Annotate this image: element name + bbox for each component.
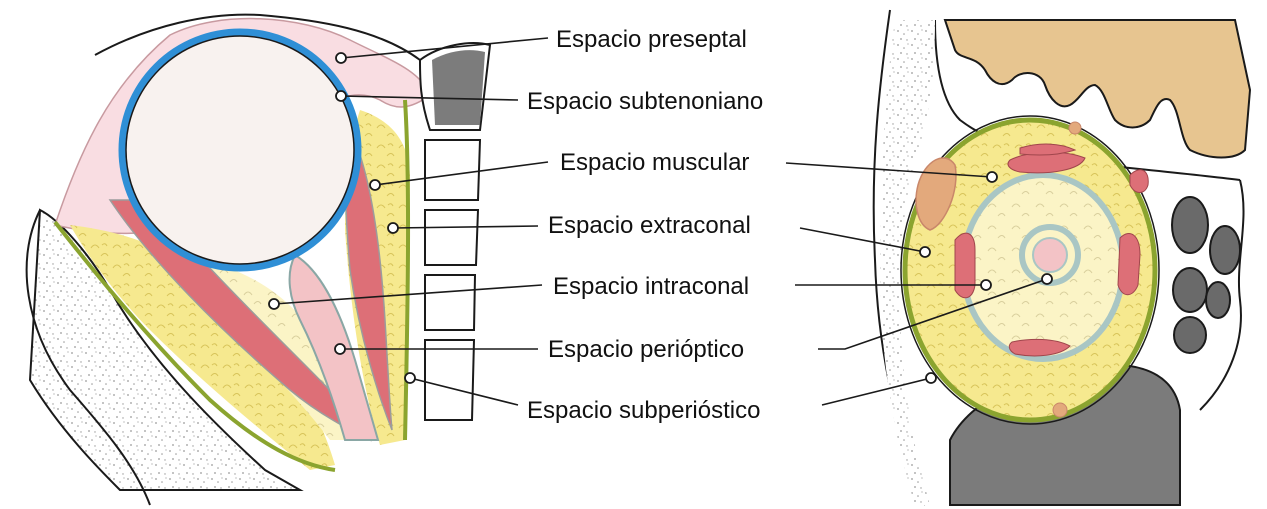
ethmoid-cell [1206, 282, 1230, 318]
label-extraconal: Espacio extraconal [548, 212, 751, 239]
marker-subtenoniano [336, 91, 346, 101]
vessel-small [1069, 122, 1081, 134]
coronal-section [874, 10, 1250, 505]
roof-shadow [432, 50, 485, 125]
label-subtenoniano: Espacio subtenoniano [527, 88, 763, 115]
label-preseptal: Espacio preseptal [556, 26, 747, 53]
marker-preseptal [336, 53, 346, 63]
label-muscular: Espacio muscular [560, 149, 749, 176]
label-subperiostico: Espacio subperióstico [527, 397, 760, 424]
marker-perioptico-right [1042, 274, 1052, 284]
sagittal-section [27, 15, 490, 505]
ethmoid-cell [1174, 317, 1206, 353]
marker-muscular-right [987, 172, 997, 182]
marker-extraconal-left [388, 223, 398, 233]
marker-extraconal-right [920, 247, 930, 257]
lateral-rectus-coronal [955, 233, 975, 298]
marker-perioptico-left [335, 344, 345, 354]
ethmoid-cell [1210, 226, 1240, 274]
marker-subperiostico-left [405, 373, 415, 383]
superior-oblique [1130, 170, 1148, 193]
ethmoid-cell [1173, 268, 1207, 312]
ethmoid-cell [1172, 197, 1208, 253]
label-perioptico: Espacio perióptico [548, 336, 744, 363]
vessel-small [1053, 403, 1067, 417]
marker-intraconal-left [269, 299, 279, 309]
ethmoid-cells [1172, 197, 1240, 353]
leader-subperiostico-right [822, 378, 931, 405]
leader-extraconal-left [393, 226, 538, 228]
globe-sagittal [122, 32, 358, 268]
label-intraconal: Espacio intraconal [553, 273, 749, 300]
marker-muscular-left [370, 180, 380, 190]
optic-nerve [1033, 238, 1067, 272]
marker-subperiostico-right [926, 373, 936, 383]
medial-rectus-coronal [1118, 233, 1140, 294]
marker-intraconal-right [981, 280, 991, 290]
